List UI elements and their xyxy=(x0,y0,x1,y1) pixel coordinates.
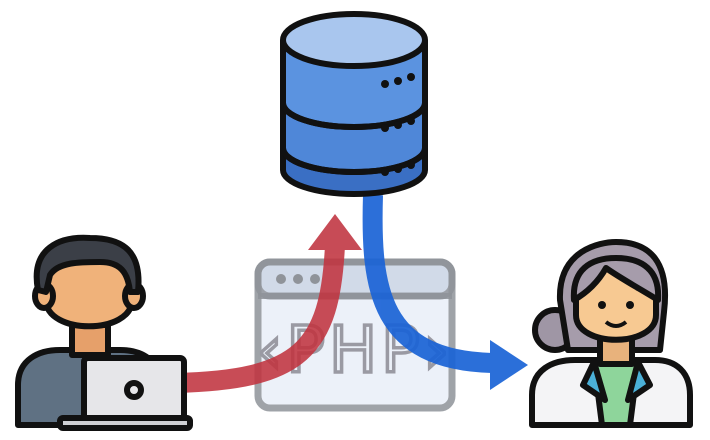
database-server-icon xyxy=(280,11,428,197)
window-dot-icon xyxy=(276,274,286,284)
client-woman-icon xyxy=(529,239,693,428)
flow-arrow-to-client xyxy=(362,194,528,390)
window-dot-icon xyxy=(310,274,320,284)
window-dot-icon xyxy=(293,274,303,284)
php-window: ‹PHP› xyxy=(254,258,456,412)
flow-arrow-to-database xyxy=(174,214,362,393)
developer-laptop-icon xyxy=(15,234,193,431)
